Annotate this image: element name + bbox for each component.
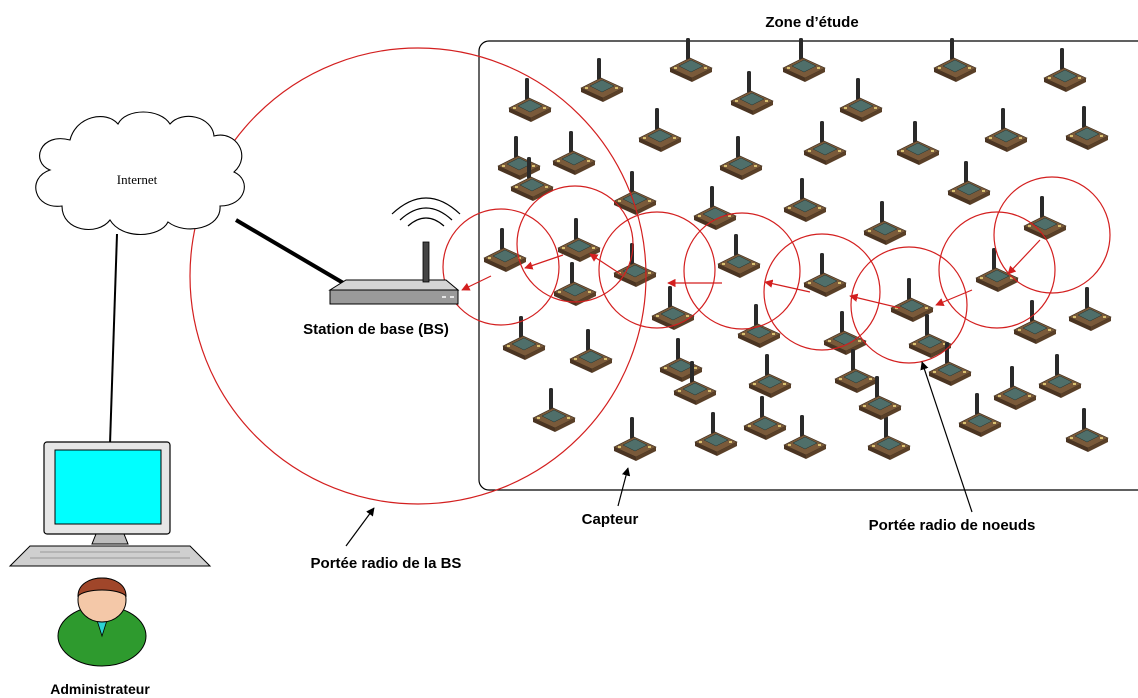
sensor-node-icon: [858, 376, 902, 420]
sensor-node-icon: [1065, 408, 1109, 452]
sensor-node-icon: [1065, 106, 1109, 150]
routing-path: [461, 239, 1041, 309]
sensor-node-icon: [1023, 196, 1067, 240]
sensor-node-icon: [823, 311, 867, 355]
sensor-node-icon: [557, 218, 601, 262]
node-range-circle: [938, 211, 1056, 329]
sensor-node-icon: [483, 228, 527, 272]
sensor-node-icon: [659, 338, 703, 382]
sensor-node-icon: [508, 78, 552, 122]
internet-bs-link: [234, 218, 347, 286]
node-range-circle: [763, 233, 881, 351]
sensor-field: [483, 38, 1112, 461]
sensor-node-icon: [694, 412, 738, 456]
sensor-node-icon: [1038, 354, 1082, 398]
sensor-node-icon: [890, 278, 934, 322]
sensor-node-icon: [1043, 48, 1087, 92]
sensor-node-icon: [532, 388, 576, 432]
node-range-circle: [442, 208, 560, 326]
zone-label: Zone d’étude: [765, 14, 858, 31]
node-range-circle: [598, 211, 716, 329]
routing-arrow: [461, 275, 492, 291]
routing-arrow: [524, 254, 564, 270]
node-range-circle: [683, 212, 801, 330]
sensor-node-icon: [717, 234, 761, 278]
router-icon: [328, 197, 461, 305]
sensor-node-icon: [933, 38, 977, 82]
cloud-icon: [35, 111, 245, 235]
node-range-circle: [850, 246, 968, 364]
sensor-callout: [617, 467, 631, 507]
sensor-node-icon: [673, 361, 717, 405]
sensor-node-icon: [834, 349, 878, 393]
sensor-node-icon: [552, 131, 596, 175]
routing-arrow: [935, 289, 973, 306]
sensor-node-icon: [867, 416, 911, 460]
internet-label: Internet: [117, 172, 158, 187]
sensor-node-icon: [719, 136, 763, 180]
sensor-node-icon: [803, 121, 847, 165]
sensor-node-icon: [748, 354, 792, 398]
sensor-label: Capteur: [582, 511, 639, 528]
sensor-node-icon: [730, 71, 774, 115]
node-range-callout: [920, 361, 973, 513]
base-station-label: Station de base (BS): [303, 321, 449, 338]
sensor-node-icon: [580, 58, 624, 102]
sensor-node-icon: [863, 201, 907, 245]
sensor-node-icon: [783, 178, 827, 222]
node-range-label: Portée radio de noeuds: [869, 517, 1036, 534]
internet-computer-link: [109, 233, 118, 445]
sensor-node-icon: [1013, 300, 1057, 344]
sensor-node-icon: [975, 248, 1019, 292]
sensor-node-icon: [908, 314, 952, 358]
sensor-node-icon: [497, 136, 541, 180]
sensor-node-icon: [928, 342, 972, 386]
sensor-node-icon: [638, 108, 682, 152]
sensor-node-icon: [958, 393, 1002, 437]
sensor-node-icon: [613, 417, 657, 461]
bs-range-circle: [189, 47, 647, 505]
bs-range-label: Portée radio de la BS: [311, 555, 462, 572]
sensor-node-icon: [693, 186, 737, 230]
routing-arrow: [589, 253, 623, 276]
computer-icon: [8, 441, 212, 567]
bs-range-callout: [345, 507, 375, 547]
sensor-node-icon: [783, 415, 827, 459]
sensor-node-icon: [553, 262, 597, 306]
sensor-node-icon: [984, 108, 1028, 152]
sensor-node-icon: [1068, 287, 1112, 331]
routing-arrow: [764, 279, 811, 293]
sensor-node-icon: [896, 121, 940, 165]
sensor-node-icon: [839, 78, 883, 122]
routing-arrow: [1007, 239, 1041, 275]
node-range-circles: [442, 176, 1111, 364]
study-zone: [478, 40, 1138, 491]
sensor-node-icon: [782, 38, 826, 82]
monitor-screen: [54, 449, 162, 525]
admin-label: Administrateur: [50, 681, 150, 697]
sensor-node-icon: [803, 253, 847, 297]
person-icon: [57, 577, 147, 667]
routing-arrow: [849, 293, 901, 309]
sensor-node-icon: [993, 366, 1037, 410]
node-range-circle: [993, 176, 1111, 294]
sensor-node-icon: [743, 396, 787, 440]
sensor-node-icon: [669, 38, 713, 82]
sensor-node-icon: [569, 329, 613, 373]
sensor-node-icon: [510, 157, 554, 201]
sensor-node-icon: [947, 161, 991, 205]
sensor-node-icon: [502, 316, 546, 360]
node-range-circle: [516, 185, 634, 303]
